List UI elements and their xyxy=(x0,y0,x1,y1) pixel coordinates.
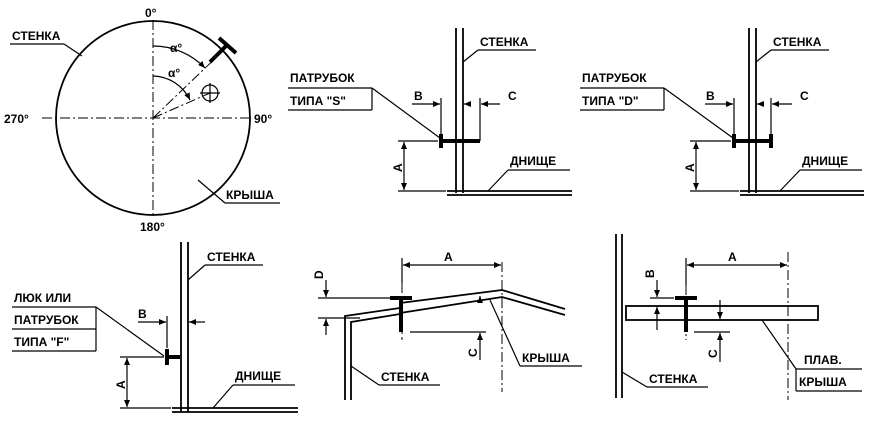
label-alpha-2: α° xyxy=(168,66,180,80)
dim-c-label: C xyxy=(508,89,517,103)
dim-c-label: C xyxy=(800,89,809,103)
tank-wall-inner xyxy=(350,313,401,400)
label-wall: СТЕНКА xyxy=(12,29,61,43)
dim-b-label: B xyxy=(138,307,147,321)
dim-a-label: A xyxy=(444,250,453,264)
radial-line-lower xyxy=(152,92,211,119)
roof-leader xyxy=(761,319,797,370)
label-wall: СТЕНКА xyxy=(381,370,430,384)
label-270-deg: 270° xyxy=(4,112,29,126)
dim-d-label: D xyxy=(312,270,326,279)
roof-lower-line xyxy=(399,296,566,316)
label-bottom: ДНИЩЕ xyxy=(802,154,848,168)
type-d-detail: B C A ПАТРУБОК ТИПА "D" СТЕНКА ДНИЩЕ xyxy=(580,28,864,196)
label-180-deg: 180° xyxy=(140,220,165,234)
angle-arc-upper xyxy=(152,45,206,69)
label-nozzle-line2: ТИПА "D" xyxy=(582,94,639,108)
label-wall: СТЕНКА xyxy=(649,372,698,386)
wall-leader xyxy=(187,264,206,281)
manhole-symbol xyxy=(200,83,220,103)
wall-leader xyxy=(621,371,648,388)
wall-leader xyxy=(462,49,479,63)
manhole-leader xyxy=(95,306,165,357)
tank-wall-outer xyxy=(344,307,401,400)
label-0-deg: 0° xyxy=(145,6,157,20)
angle-arc-lower xyxy=(152,75,191,101)
plan-view: 0° 90° 180° 270° α° α° СТЕНКА КРЫША xyxy=(4,6,280,234)
dim-a-label: A xyxy=(114,380,128,389)
dim-b-label: B xyxy=(706,89,715,103)
dim-a-label: A xyxy=(728,250,737,264)
nozzle-leader xyxy=(663,87,734,139)
label-line1: ЛЮК ИЛИ xyxy=(14,291,71,305)
label-nozzle-line1: ПАТРУБОК xyxy=(582,71,647,85)
label-roof-line2: КРЫША xyxy=(799,375,847,389)
wall-leader xyxy=(63,43,83,57)
label-bottom: ДНИЩЕ xyxy=(235,369,281,383)
roof-leader xyxy=(197,179,226,204)
label-wall: СТЕНКА xyxy=(773,35,822,49)
dim-b-label: B xyxy=(643,269,657,278)
label-alpha-1: α° xyxy=(170,41,182,55)
dim-c-label: C xyxy=(706,349,720,358)
label-nozzle-line2: ТИПА "S" xyxy=(290,94,346,108)
bottom-leader xyxy=(212,384,234,409)
dim-b-label: B xyxy=(414,89,423,103)
label-bottom: ДНИЩЕ xyxy=(510,154,556,168)
label-line3: ТИПА "F" xyxy=(14,335,69,349)
nozzle-leader xyxy=(371,87,441,139)
label-90-deg: 90° xyxy=(254,112,272,126)
label-nozzle-line1: ПАТРУБОК xyxy=(290,71,355,85)
type-s-detail: B C A ПАТРУБОК ТИПА "S" СТЕНКА ДНИЩЕ xyxy=(288,28,572,196)
label-roof: КРЫША xyxy=(522,351,570,365)
label-roof: КРЫША xyxy=(226,188,274,202)
label-wall: СТЕНКА xyxy=(480,35,529,49)
wall-leader xyxy=(755,49,772,63)
dim-c-label: C xyxy=(466,348,480,357)
nozzle-symbol xyxy=(208,36,238,64)
bottom-leader xyxy=(487,169,509,192)
roof-nozzle-detail: D A C КРЫША СТЕНКА xyxy=(312,250,582,400)
floating-roof-detail: A B C ПЛАВ. КРЫША СТЕНКА xyxy=(615,234,862,400)
label-roof-line1: ПЛАВ. xyxy=(804,353,842,367)
roof-leader xyxy=(489,299,521,367)
bottom-leader xyxy=(779,169,801,192)
label-wall: СТЕНКА xyxy=(207,250,256,264)
dim-a-label: A xyxy=(683,163,697,172)
label-line2: ПАТРУБОК xyxy=(14,313,79,327)
wall-leader xyxy=(350,365,380,386)
floating-roof-deck xyxy=(625,305,819,321)
type-f-detail: B A ЛЮК ИЛИ ПАТРУБОК ТИПА "F" СТЕНКА ДНИ… xyxy=(12,242,298,413)
dim-a-label: A xyxy=(391,163,405,172)
